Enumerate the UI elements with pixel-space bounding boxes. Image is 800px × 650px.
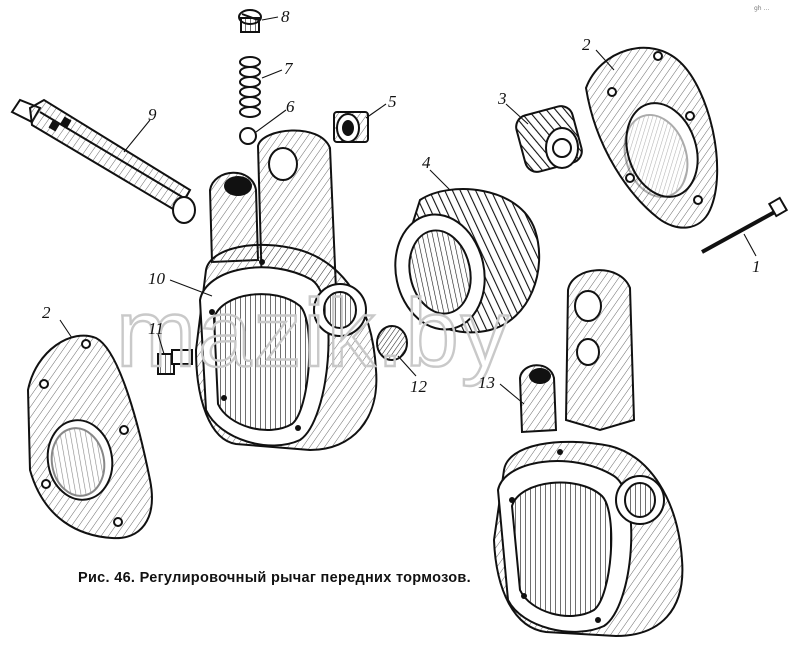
callout-12: 12 xyxy=(410,377,428,396)
part-11-bolt xyxy=(157,349,193,375)
part-8-plug xyxy=(238,9,262,33)
part-13-lever-assembly xyxy=(492,269,684,638)
callout-9: 9 xyxy=(148,105,157,124)
part-10-lever-body xyxy=(194,129,378,452)
leader-lines xyxy=(59,16,757,405)
callouts: 8 7 6 5 9 3 2 1 4 10 2 11 12 13 xyxy=(42,7,761,396)
part-1-rod xyxy=(701,196,789,254)
callout-8: 8 xyxy=(281,7,290,26)
callout-7: 7 xyxy=(284,59,294,78)
figure-caption: Рис. 46. Регулировочный рычаг передних т… xyxy=(78,570,471,586)
part-2-cover-plate-top xyxy=(584,46,719,229)
part-12-washer xyxy=(376,325,408,361)
part-3-worm xyxy=(515,105,583,173)
callout-4: 4 xyxy=(422,153,431,172)
callout-11: 11 xyxy=(148,319,164,338)
callout-10: 10 xyxy=(148,269,166,288)
part-5-bushing xyxy=(333,111,369,143)
callout-2-left: 2 xyxy=(42,303,51,322)
callout-1: 1 xyxy=(752,257,761,276)
part-2-cover-plate-left xyxy=(26,334,153,540)
part-6-ball xyxy=(239,127,257,145)
part-4-worm-gear xyxy=(394,188,541,334)
part-9-shaft xyxy=(10,98,196,224)
callout-2-top: 2 xyxy=(582,35,591,54)
corner-mark: gh ... xyxy=(754,5,769,12)
callout-3: 3 xyxy=(497,89,507,108)
watermark: mazik.by xyxy=(116,280,511,387)
part-7-spring xyxy=(239,56,261,118)
callout-6: 6 xyxy=(286,97,295,116)
callout-5: 5 xyxy=(388,92,397,111)
callout-13: 13 xyxy=(478,373,495,392)
